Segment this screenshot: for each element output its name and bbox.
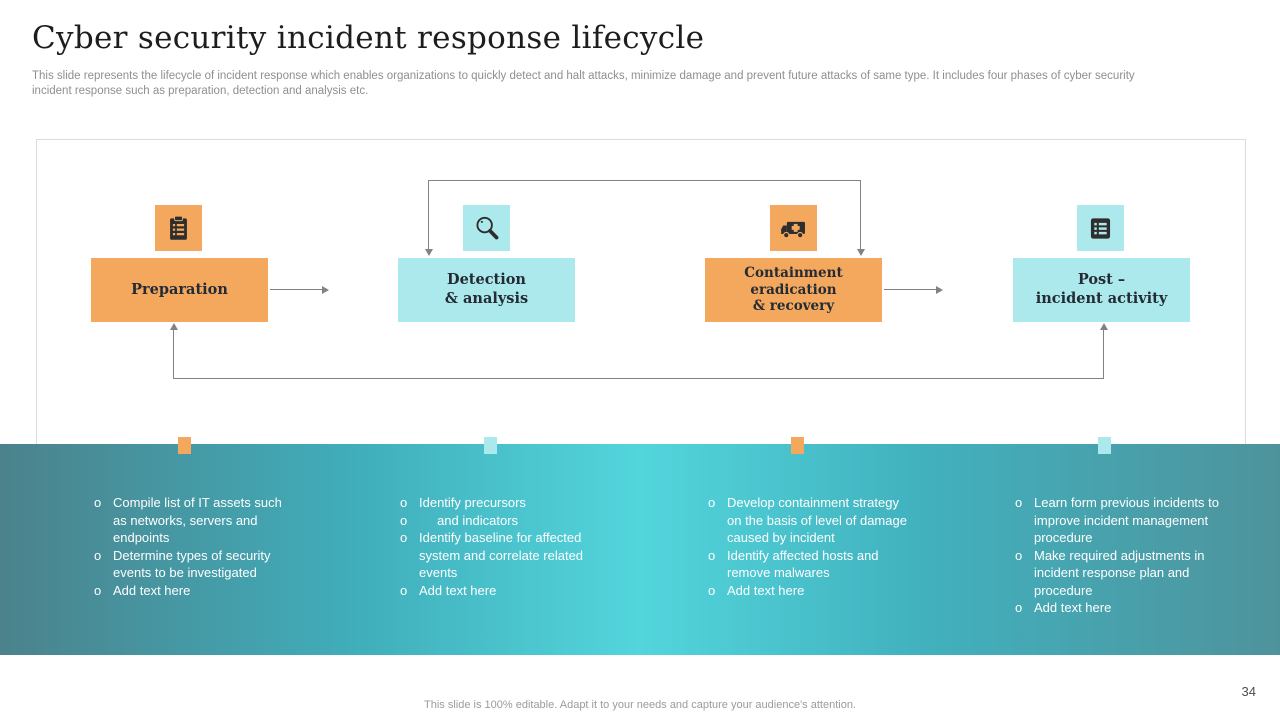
bullet-text: Learn form previous incidents to improve… bbox=[1034, 495, 1223, 545]
bullet-marker: o bbox=[1015, 495, 1023, 510]
column-marker-containment bbox=[791, 437, 804, 454]
bullet-text: Determine types of security events to be… bbox=[113, 547, 275, 581]
bullet-marker: o bbox=[400, 495, 408, 510]
connector-preparation-detection bbox=[270, 289, 322, 290]
phase-label-line: Detection bbox=[447, 271, 526, 289]
arrowhead-right-post bbox=[936, 286, 943, 294]
bullet-text: Identify baseline for affected system an… bbox=[419, 530, 587, 580]
bullet-column-containment: o Develop containment strategy on the ba… bbox=[708, 494, 908, 599]
bullet-marker: o bbox=[1015, 547, 1023, 563]
bullet-column-detection: o Identify precursors o and indicators o… bbox=[400, 494, 588, 599]
bullet-text: Develop containment strategy on the basi… bbox=[727, 495, 907, 545]
phase-label-line: incident activity bbox=[1035, 290, 1168, 307]
list-item: o Identify precursors bbox=[400, 494, 588, 512]
arrowhead-up-preparation bbox=[170, 323, 178, 330]
search-icon bbox=[463, 205, 510, 251]
list-item: o Develop containment strategy on the ba… bbox=[708, 494, 908, 547]
phase-label-line: Preparation bbox=[131, 280, 228, 298]
arrowhead-right-detection bbox=[322, 286, 329, 294]
connector-bottom-left-rise bbox=[173, 330, 174, 378]
list-item: o Determine types of security events to … bbox=[94, 547, 294, 582]
arrowhead-down-containment bbox=[857, 249, 865, 256]
bullet-text: and indicators bbox=[419, 512, 519, 528]
list-item: o Learn form previous incidents to impro… bbox=[1015, 494, 1223, 547]
add-text-placeholder: Add text here bbox=[419, 582, 497, 598]
bullet-marker: o bbox=[94, 582, 102, 598]
connector-bottom-loop bbox=[173, 378, 1104, 379]
list-item[interactable]: o Add text here bbox=[708, 582, 908, 600]
column-marker-preparation bbox=[178, 437, 191, 454]
list-item[interactable]: o Add text here bbox=[94, 582, 294, 600]
arrowhead-down-detection bbox=[425, 249, 433, 256]
bullet-marker: o bbox=[400, 512, 408, 528]
add-text-placeholder: Add text here bbox=[113, 582, 191, 598]
list-item: o and indicators bbox=[400, 512, 588, 530]
bullet-column-post: o Learn form previous incidents to impro… bbox=[1015, 494, 1223, 617]
phase-label-line: Containment bbox=[744, 265, 843, 282]
bullet-marker: o bbox=[94, 547, 102, 563]
phase-box-preparation[interactable]: Preparation bbox=[91, 258, 268, 322]
bullet-text: Compile list of IT assets such as networ… bbox=[113, 495, 286, 545]
details-band bbox=[0, 444, 1280, 655]
connector-bottom-right-rise bbox=[1103, 330, 1104, 378]
bullet-marker: o bbox=[708, 547, 716, 563]
list-item: o Identify baseline for affected system … bbox=[400, 529, 588, 582]
add-text-placeholder: Add text here bbox=[1034, 600, 1112, 615]
list-item: o Make required adjustments in incident … bbox=[1015, 547, 1223, 600]
slide-subtitle: This slide represents the lifecycle of i… bbox=[32, 70, 1135, 97]
footer-note: This slide is 100% editable. Adapt it to… bbox=[424, 699, 856, 711]
bullet-marker: o bbox=[94, 495, 102, 510]
list-item[interactable]: o Add text here bbox=[1015, 599, 1223, 617]
clipboard-icon bbox=[155, 205, 202, 251]
add-text-placeholder: Add text here bbox=[727, 582, 805, 598]
list-item[interactable]: o Add text here bbox=[400, 582, 588, 600]
ambulance-icon bbox=[770, 205, 817, 251]
connector-containment-post bbox=[884, 289, 936, 290]
column-marker-post bbox=[1098, 437, 1111, 454]
page-number: 34 bbox=[1241, 684, 1256, 699]
page-title: Cyber security incident response lifecyc… bbox=[32, 20, 705, 56]
list-item: o Compile list of IT assets such as netw… bbox=[94, 494, 294, 547]
phase-box-detection-analysis[interactable]: Detection & analysis bbox=[398, 258, 575, 322]
phase-label-line: eradication bbox=[750, 281, 837, 298]
phase-box-containment-eradication-recovery[interactable]: Containment eradication & recovery bbox=[705, 258, 882, 322]
bullet-marker: o bbox=[1015, 600, 1023, 615]
bullet-text: Identify affected hosts and remove malwa… bbox=[727, 547, 883, 581]
list-item: o Identify affected hosts and remove mal… bbox=[708, 547, 908, 582]
bullet-marker: o bbox=[708, 582, 716, 598]
bullet-marker: o bbox=[400, 582, 408, 598]
bullet-marker: o bbox=[708, 495, 716, 510]
bullet-text: Make required adjustments in incident re… bbox=[1034, 547, 1209, 598]
column-marker-detection bbox=[484, 437, 497, 454]
bullet-column-preparation: o Compile list of IT assets such as netw… bbox=[94, 494, 294, 599]
connector-top-loop bbox=[428, 180, 860, 181]
connector-top-right-drop bbox=[860, 180, 861, 250]
phase-label-line: Post – bbox=[1077, 271, 1126, 289]
bullet-marker: o bbox=[400, 530, 408, 545]
phase-label-line: & recovery bbox=[752, 298, 835, 315]
phase-label-line: & analysis bbox=[444, 290, 529, 307]
report-icon bbox=[1077, 205, 1124, 251]
connector-top-left-drop bbox=[428, 180, 429, 250]
bullet-text: Identify precursors bbox=[419, 495, 526, 510]
phase-box-post-incident-activity[interactable]: Post – incident activity bbox=[1013, 258, 1190, 322]
arrowhead-up-post bbox=[1100, 323, 1108, 330]
